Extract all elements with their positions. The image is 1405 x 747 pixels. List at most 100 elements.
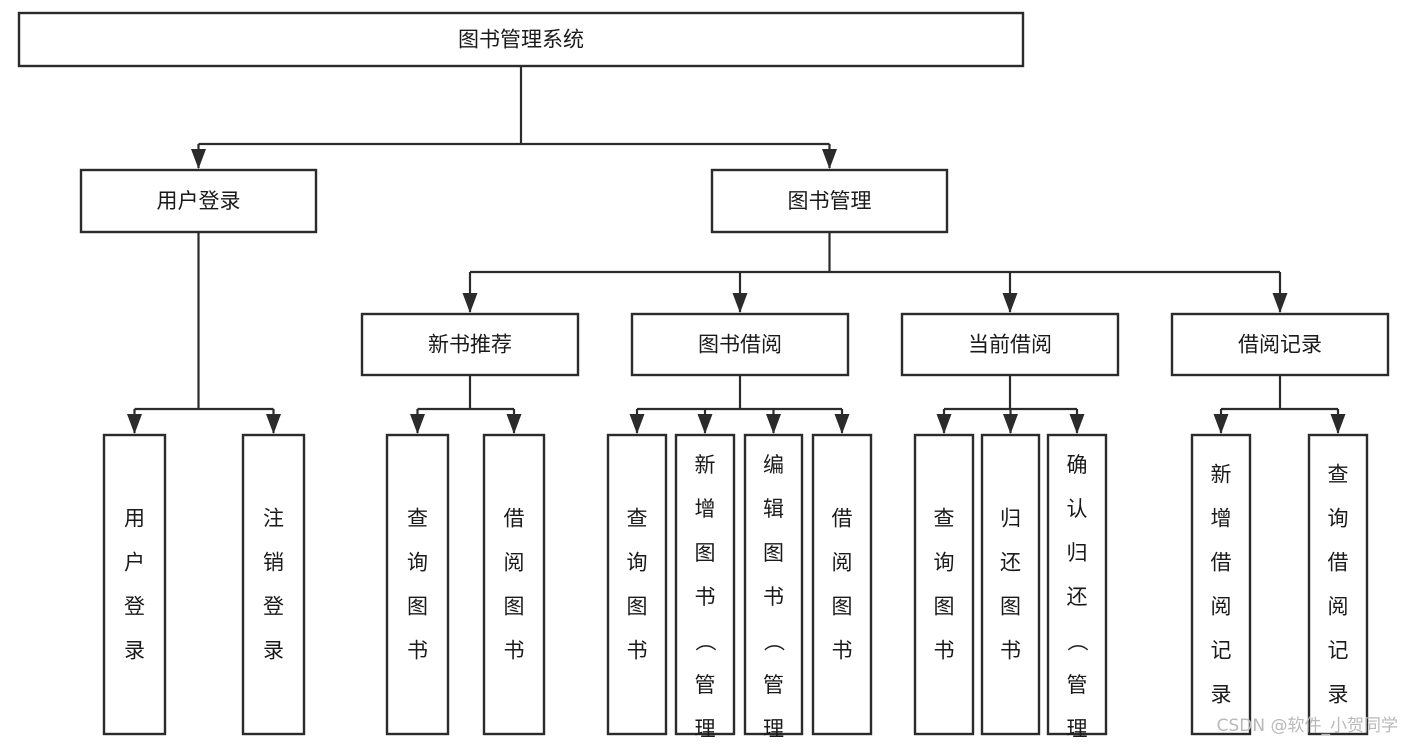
leaf-book-borrow-4-char: 阅 bbox=[832, 551, 853, 575]
leaf-user-login-1-char: 用 bbox=[124, 507, 145, 531]
leaf-book-borrow-1-box bbox=[606, 433, 668, 736]
arrow-head-icon bbox=[506, 414, 522, 434]
leaf-book-borrow-3-char: （ bbox=[762, 631, 786, 652]
node-root-book-management-system-box bbox=[17, 11, 1025, 68]
leaf-user-login-2-box bbox=[241, 433, 306, 736]
node-layer: 图书管理系统用户登录图书管理新书推荐图书借阅当前借阅借阅记录用户登录注销登录查询… bbox=[17, 11, 1390, 747]
leaf-borrow-record-2-char: 阅 bbox=[1328, 595, 1349, 619]
leaf-book-borrow-2-char: 理 bbox=[695, 717, 716, 741]
leaf-borrow-record-2-char: 询 bbox=[1328, 507, 1349, 531]
connector-layer bbox=[127, 66, 1346, 434]
node-new-book-recommend-box bbox=[360, 312, 580, 377]
arrow-head-icon bbox=[266, 414, 281, 434]
node-new-book-recommend-label: 新书推荐 bbox=[428, 333, 512, 357]
node-new-book-recommend[interactable]: 新书推荐 bbox=[360, 312, 580, 377]
leaf-current-borrow-2-char: 书 bbox=[1000, 639, 1021, 663]
leaf-current-borrow-1-char: 询 bbox=[934, 551, 955, 575]
leaf-current-borrow-3-char: 还 bbox=[1067, 585, 1088, 609]
leaf-current-borrow-2-char: 还 bbox=[1000, 551, 1021, 575]
leaf-borrow-record-2-char: 记 bbox=[1328, 639, 1349, 663]
node-current-borrow-label: 当前借阅 bbox=[968, 333, 1052, 357]
leaf-book-borrow-1-char: 询 bbox=[627, 551, 648, 575]
leaf-current-borrow-1-char: 查 bbox=[934, 507, 955, 531]
leaf-book-borrow-2-char: 书 bbox=[695, 585, 716, 609]
leaf-new-book-recommend-2-char: 图 bbox=[504, 595, 525, 619]
arrow-head-icon bbox=[1272, 293, 1288, 313]
node-book-borrow[interactable]: 图书借阅 bbox=[630, 312, 850, 377]
node-book-management[interactable]: 图书管理 bbox=[710, 168, 949, 234]
leaf-book-borrow-4-char: 图 bbox=[832, 595, 853, 619]
node-root-book-management-system[interactable]: 图书管理系统 bbox=[17, 11, 1025, 68]
node-user-login-label: 用户登录 bbox=[157, 189, 241, 213]
leaf-book-borrow-2-char: 增 bbox=[695, 497, 716, 521]
node-book-management-box bbox=[710, 168, 949, 234]
leaf-new-book-recommend-2-box bbox=[482, 433, 546, 736]
leaf-borrow-record-1-char: 新 bbox=[1211, 463, 1232, 487]
leaf-borrow-record-2-box bbox=[1307, 433, 1369, 736]
arrow-head-icon bbox=[1213, 414, 1229, 434]
leaf-current-borrow-2-char: 图 bbox=[1000, 595, 1021, 619]
node-borrow-record[interactable]: 借阅记录 bbox=[1170, 312, 1390, 377]
arrow-head-icon bbox=[629, 414, 645, 434]
leaf-borrow-record-2-char: 查 bbox=[1328, 463, 1349, 487]
leaf-new-book-recommend-1-char: 书 bbox=[407, 639, 428, 663]
arrow-head-icon bbox=[834, 414, 850, 434]
node-current-borrow-box bbox=[900, 312, 1120, 377]
arrow-head-icon bbox=[732, 293, 748, 313]
leaf-new-book-recommend-2-char: 书 bbox=[504, 639, 525, 663]
node-borrow-record-box bbox=[1170, 312, 1390, 377]
leaf-book-borrow-3-char: 管 bbox=[763, 673, 784, 697]
leaf-book-borrow-3-char: 理 bbox=[763, 717, 784, 741]
node-borrow-record-label: 借阅记录 bbox=[1238, 333, 1322, 357]
arrow-head-icon bbox=[936, 414, 952, 434]
node-user-login[interactable]: 用户登录 bbox=[79, 168, 318, 234]
leaf-book-borrow-2-char: 管 bbox=[695, 673, 716, 697]
leaf-book-borrow-3-char: 编 bbox=[763, 453, 784, 477]
leaf-user-login-1-char: 登 bbox=[124, 595, 145, 619]
leaf-borrow-record-2-char: 录 bbox=[1328, 683, 1349, 707]
leaf-current-borrow-3-box bbox=[1046, 433, 1108, 736]
arrow-head-icon bbox=[1002, 293, 1018, 313]
arrow-head-icon bbox=[410, 414, 425, 434]
leaf-current-borrow-2-char: 归 bbox=[1000, 507, 1021, 531]
leaf-book-borrow-3-char: 图 bbox=[763, 541, 784, 565]
leaf-borrow-record-1-char: 录 bbox=[1211, 683, 1232, 707]
leaf-book-borrow-1-char: 书 bbox=[627, 639, 648, 663]
leaf-current-borrow-3-char: （ bbox=[1065, 631, 1089, 652]
leaf-new-book-recommend-1-box bbox=[385, 433, 450, 736]
leaf-new-book-recommend-1-char: 查 bbox=[407, 507, 428, 531]
leaf-book-borrow-1-char: 图 bbox=[627, 595, 648, 619]
leaf-current-borrow-1-char: 图 bbox=[934, 595, 955, 619]
leaf-current-borrow-3-char: 认 bbox=[1067, 497, 1088, 521]
leaf-current-borrow-1-char: 书 bbox=[934, 639, 955, 663]
leaf-current-borrow-3-char: 确 bbox=[1067, 453, 1088, 477]
leaf-book-borrow-4-box bbox=[811, 433, 873, 736]
node-current-borrow[interactable]: 当前借阅 bbox=[900, 312, 1120, 377]
leaf-user-login-1-box bbox=[102, 433, 167, 736]
arrow-head-icon bbox=[822, 149, 837, 169]
leaf-user-login-2-char: 注 bbox=[263, 507, 284, 531]
leaf-book-borrow-1-char: 查 bbox=[627, 507, 648, 531]
leaf-user-login-1[interactable]: 用户登录 bbox=[102, 433, 167, 736]
leaf-new-book-recommend-1-char: 询 bbox=[407, 551, 428, 575]
leaf-borrow-record-1-char: 阅 bbox=[1211, 595, 1232, 619]
leaf-user-login-2-char: 登 bbox=[263, 595, 284, 619]
leaf-borrow-record-1-char: 记 bbox=[1211, 639, 1232, 663]
leaf-book-borrow-3-char: 辑 bbox=[763, 497, 784, 521]
leaf-borrow-record-2-char: 借 bbox=[1328, 551, 1349, 575]
node-user-login-box bbox=[79, 168, 318, 234]
leaf-book-borrow-2-char: 新 bbox=[695, 453, 716, 477]
